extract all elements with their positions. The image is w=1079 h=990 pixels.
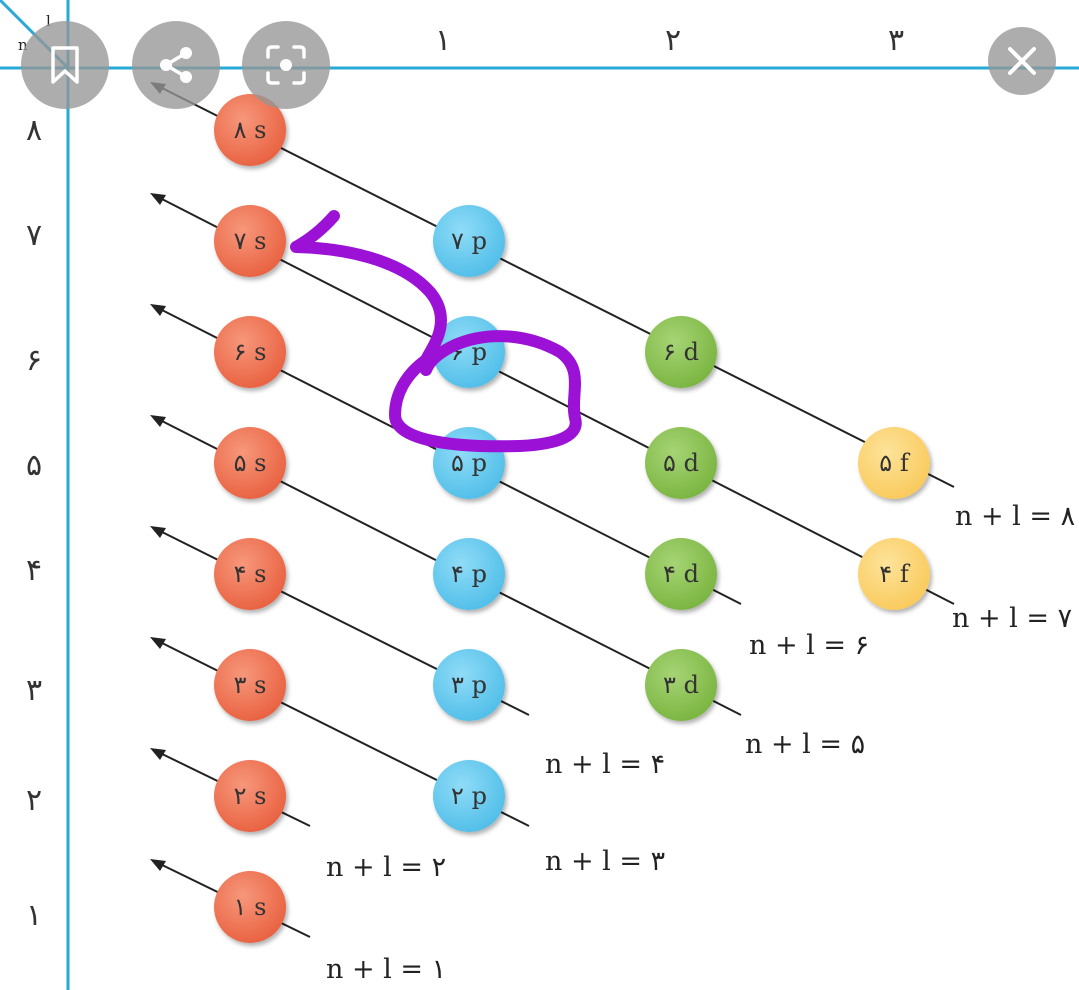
orbital-circle bbox=[433, 760, 505, 832]
lens-icon bbox=[266, 45, 306, 85]
lens-button[interactable] bbox=[242, 21, 330, 109]
arrowhead-1 bbox=[150, 859, 166, 871]
equation-label-4: n + l = ۴ bbox=[545, 749, 665, 780]
orbital-circle bbox=[214, 871, 286, 943]
orbital-circle bbox=[214, 538, 286, 610]
bookmark-icon bbox=[51, 46, 79, 84]
n-tick-2: ۲ bbox=[26, 783, 42, 818]
orbital-circle bbox=[214, 649, 286, 721]
arrowhead-6 bbox=[150, 304, 166, 316]
orbital-circle bbox=[214, 760, 286, 832]
diagonal-line-7 bbox=[157, 196, 955, 605]
orbital-5s: ۵ s bbox=[214, 427, 286, 499]
n-tick-7: ۷ bbox=[26, 218, 42, 253]
orbital-label: ۴ p bbox=[451, 560, 487, 588]
orbital-4p: ۴ p bbox=[433, 538, 505, 610]
n-tick-8: ۸ bbox=[26, 113, 42, 148]
orbital-circle bbox=[433, 649, 505, 721]
orbital-label: ۷ s bbox=[234, 227, 267, 255]
orbital-5d: ۵ d bbox=[645, 427, 717, 499]
close-icon bbox=[1008, 47, 1036, 75]
orbital-label: ۳ d bbox=[663, 671, 699, 699]
equation-label-8: n + l = ۸ bbox=[955, 501, 1075, 532]
orbital-circle bbox=[433, 205, 505, 277]
orbital-8s: ۸ s bbox=[214, 94, 286, 166]
orbital-2s: ۲ s bbox=[214, 760, 286, 832]
orbital-circle bbox=[858, 538, 930, 610]
orbital-label: ۵ d bbox=[663, 449, 699, 477]
orbital-1s: ۱ s bbox=[214, 871, 286, 943]
orbital-3s: ۳ s bbox=[214, 649, 286, 721]
orbital-circle bbox=[214, 94, 286, 166]
orbital-4f: ۴ f bbox=[858, 538, 930, 610]
orbital-circle bbox=[645, 427, 717, 499]
arrowhead-5 bbox=[150, 415, 166, 427]
share-icon bbox=[160, 47, 192, 83]
l-tick-2: ۲ bbox=[665, 23, 681, 58]
arrowhead-4 bbox=[150, 526, 166, 538]
close-button[interactable] bbox=[988, 27, 1056, 95]
l-tick-3: ۳ bbox=[888, 23, 904, 58]
l-axis-ticks: ۱ ۲ ۳ bbox=[435, 23, 904, 58]
orbital-label: ۲ p bbox=[451, 782, 487, 810]
orbital-label: ۴ s bbox=[234, 560, 267, 588]
orbital-circle bbox=[858, 427, 930, 499]
diagonal-line-8 bbox=[157, 85, 955, 488]
corner-n-label: n bbox=[18, 36, 28, 54]
n-axis-ticks: ۸ ۷ ۶ ۵ ۴ ۳ ۲ ۱ bbox=[26, 113, 42, 933]
orbital-2p: ۲ p bbox=[433, 760, 505, 832]
equation-label-1: n + l = ۱ bbox=[326, 954, 446, 985]
arrowhead-7 bbox=[150, 193, 166, 205]
orbital-label: ۲ s bbox=[234, 782, 267, 810]
orbital-label: ۸ s bbox=[234, 116, 267, 144]
orbital-label: ۶ d bbox=[663, 338, 699, 366]
equation-labels: n + l = ۱ n + l = ۲ n + l = ۳ n + l = ۴ n + … bbox=[326, 501, 1075, 985]
orbital-3d: ۳ d bbox=[645, 649, 717, 721]
orbital-label: ۱ s bbox=[234, 893, 267, 921]
orbital-circle bbox=[645, 538, 717, 610]
arrowhead-3 bbox=[150, 637, 166, 649]
orbital-label: ۷ p bbox=[451, 227, 487, 255]
orbital-5f: ۵ f bbox=[858, 427, 930, 499]
orbital-label: ۵ s bbox=[234, 449, 267, 477]
corner-l-label: l bbox=[46, 12, 51, 30]
orbital-label: ۴ f bbox=[879, 560, 911, 588]
purple-annotation bbox=[290, 210, 582, 453]
bookmark-button[interactable] bbox=[21, 21, 109, 109]
orbital-circle bbox=[214, 205, 286, 277]
equation-label-5: n + l = ۵ bbox=[745, 729, 865, 760]
n-tick-3: ۳ bbox=[26, 673, 42, 708]
orbital-label: ۵ f bbox=[879, 449, 911, 477]
orbital-label: ۳ p bbox=[451, 671, 487, 699]
arrowhead-2 bbox=[150, 748, 166, 760]
orbital-7s: ۷ s bbox=[214, 205, 286, 277]
l-tick-1: ۱ bbox=[435, 23, 451, 58]
n-tick-4: ۴ bbox=[26, 553, 42, 588]
equation-label-6: n + l = ۶ bbox=[749, 630, 869, 661]
orbital-3p: ۳ p bbox=[433, 649, 505, 721]
orbital-4d: ۴ d bbox=[645, 538, 717, 610]
orbital-7p: ۷ p bbox=[433, 205, 505, 277]
orbital-circle bbox=[433, 538, 505, 610]
n-tick-6: ۶ bbox=[26, 343, 42, 378]
n-tick-5: ۵ bbox=[26, 448, 42, 483]
equation-label-3: n + l = ۳ bbox=[545, 846, 665, 877]
orbital-label: ۶ s bbox=[234, 338, 267, 366]
equation-label-7: n + l = ۷ bbox=[952, 603, 1072, 634]
orbital-4s: ۴ s bbox=[214, 538, 286, 610]
equation-label-2: n + l = ۲ bbox=[326, 852, 446, 883]
orbital-6s: ۶ s bbox=[214, 316, 286, 388]
orbital-label: ۳ s bbox=[234, 671, 267, 699]
orbital-circle bbox=[214, 427, 286, 499]
orbital-6d: ۶ d bbox=[645, 316, 717, 388]
orbital-circle bbox=[645, 649, 717, 721]
orbital-label: ۵ p bbox=[451, 449, 487, 477]
orbital-label: ۴ d bbox=[663, 560, 699, 588]
share-button[interactable] bbox=[132, 21, 220, 109]
orbital-circle bbox=[214, 316, 286, 388]
n-tick-1: ۱ bbox=[26, 898, 42, 933]
orbital-circle bbox=[645, 316, 717, 388]
